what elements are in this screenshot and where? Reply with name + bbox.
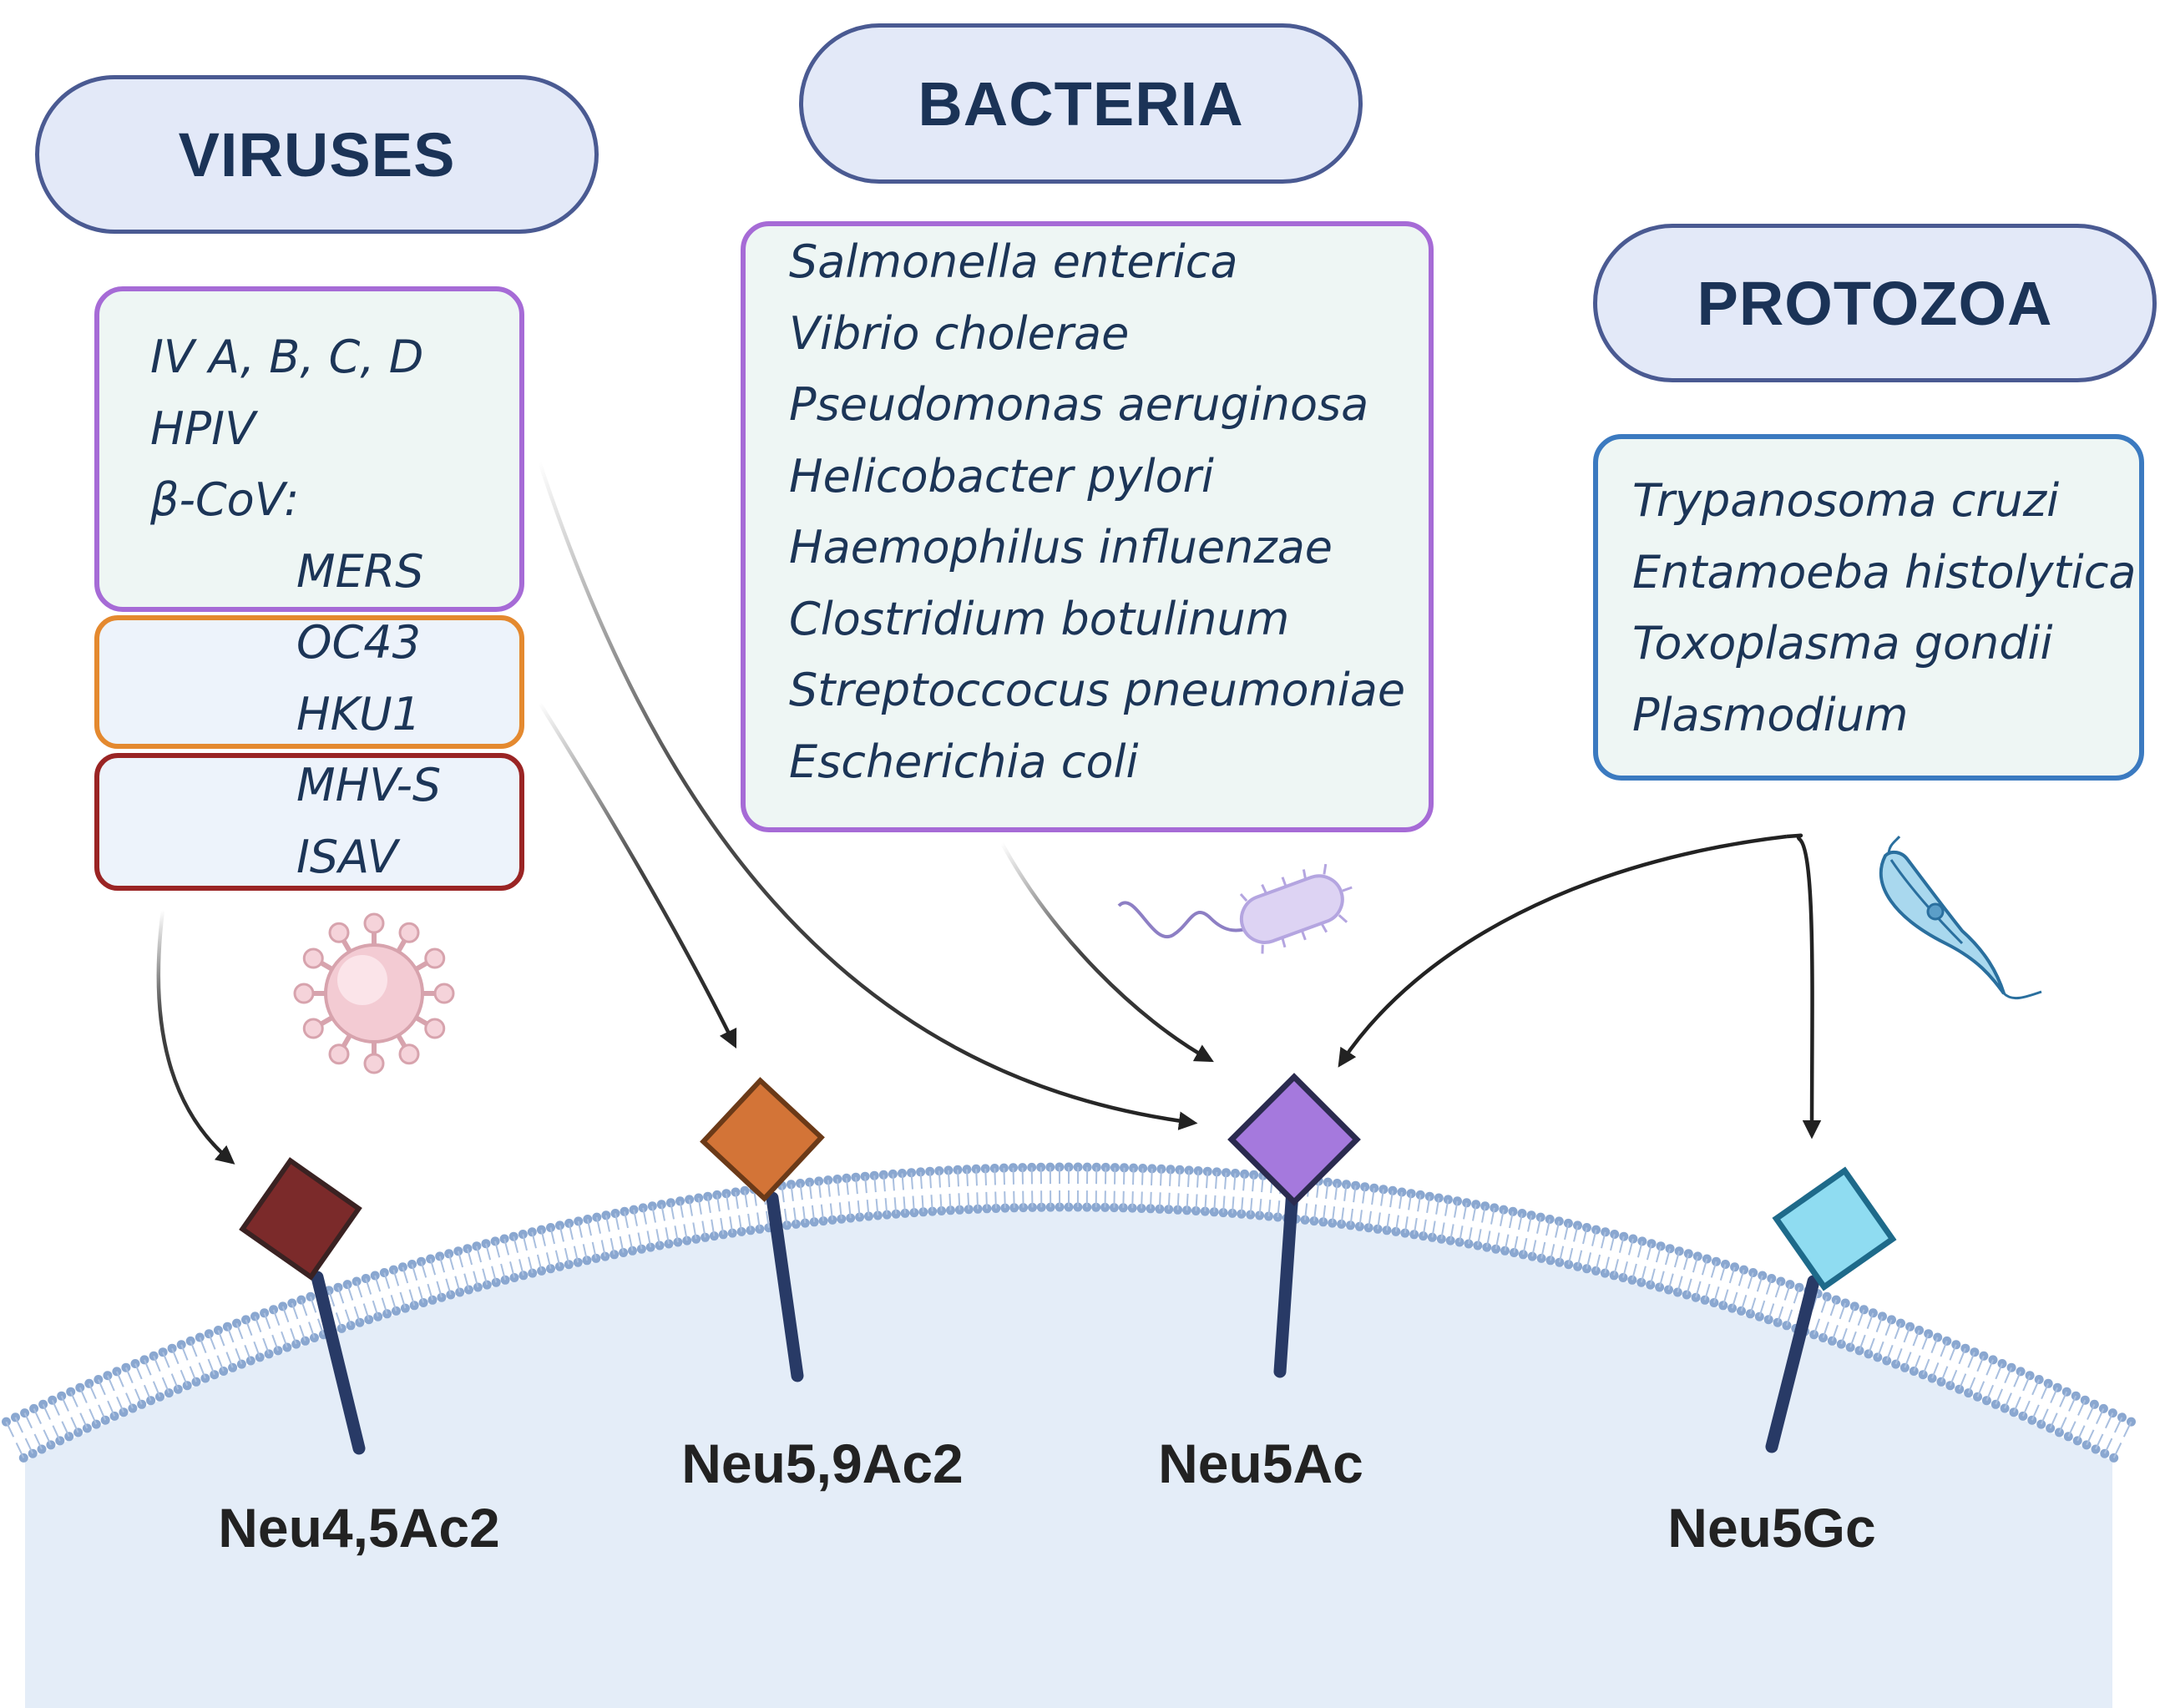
receptor-label-neu5ac: Neu5Ac <box>1158 1433 1363 1494</box>
arrow-bacteria-to-neu5ac <box>1000 841 1214 1063</box>
receptor-label-neu5gc: Neu5Gc <box>1667 1497 1876 1559</box>
arrow-viruses-to-neu5ac <box>536 458 1198 1130</box>
receptor-neu5-9ac2-diamond <box>700 1077 825 1202</box>
bacteria-item: Pseudomonas aeruginosa <box>789 378 1369 431</box>
receptor-label-neu4-5ac2: Neu4,5Ac2 <box>218 1497 500 1559</box>
receptor-neu5-9ac2 <box>700 1077 825 1382</box>
bacterium-icon <box>1117 863 1353 954</box>
oc43-hku1-box <box>94 615 524 749</box>
virus-item: HPIV <box>150 402 256 455</box>
protozoa-title: PROTOZOA <box>1593 224 2157 382</box>
bacteria-item: Streptoccocus pneumoniae <box>789 664 1406 716</box>
receptor-neu5gc-diamond <box>1772 1166 1897 1291</box>
bacteria-item: Helicobacter pylori <box>789 449 1214 503</box>
bacteria-list: Salmonella enterica Vibrio cholerae Pseu… <box>789 226 1405 797</box>
bacteria-list-box <box>741 221 1434 832</box>
bacteria-item: Haemophilus influenzae <box>789 521 1333 574</box>
virus-item: HKU1 <box>296 687 421 740</box>
viruses-list: IV A, B, C, D HPIV β-CoV: MERS OC43 HKU1… <box>150 321 441 892</box>
bacteria-item: Clostridium botulinum <box>789 592 1290 645</box>
viruses-list-box <box>94 286 524 612</box>
receptor-neu5ac-diamond <box>1227 1073 1361 1206</box>
viruses-title: VIRUSES <box>35 75 599 234</box>
protozoa-list-box <box>1593 434 2144 781</box>
protozoa-item: Toxoplasma gondii <box>1632 617 2053 670</box>
bacteria-item: Salmonella enterica <box>789 235 1238 288</box>
virus-item: ISAV <box>296 830 398 883</box>
arrow-viruses-to-neu4-5ac2 <box>156 909 235 1165</box>
virus-item: MERS <box>296 544 424 598</box>
protozoa-item: Plasmodium <box>1632 688 1909 741</box>
receptor-neu5ac <box>1227 1073 1361 1378</box>
receptor-neu4-5ac2 <box>239 1157 366 1455</box>
virus-icon <box>293 912 455 1074</box>
mhv-isav-box <box>94 753 524 891</box>
arrow-oc43-to-neu5-9ac2 <box>537 700 737 1049</box>
bacteria-item: Vibrio cholerae <box>789 306 1130 360</box>
cell-body <box>25 1210 2112 1708</box>
protozoa-item: Trypanosoma cruzi <box>1632 474 2060 527</box>
arrow-protozoa-to-neu5gc <box>1786 833 1822 1140</box>
bacteria-item: Escherichia coli <box>789 735 1139 788</box>
protozoa-item: Entamoeba histolytica <box>1632 545 2137 599</box>
virus-item: OC43 <box>296 616 421 669</box>
arrow-protozoa-to-neu5ac <box>1338 834 1788 1068</box>
protozoa-list: Trypanosoma cruzi Entamoeba histolytica … <box>1632 465 2137 750</box>
receptor-neu4-5ac2-diamond <box>239 1157 362 1281</box>
receptor-neu5gc <box>1765 1166 1897 1453</box>
virus-item: MHV-S <box>296 759 442 811</box>
bacteria-title: BACTERIA <box>799 23 1363 184</box>
virus-item: IV A, B, C, D <box>150 331 424 383</box>
cell-membrane <box>2 1162 2136 1463</box>
virus-item: β-CoV: <box>150 473 300 526</box>
trypanosome-icon <box>1879 836 2042 1000</box>
receptor-label-neu5-9ac2: Neu5,9Ac2 <box>681 1433 964 1494</box>
